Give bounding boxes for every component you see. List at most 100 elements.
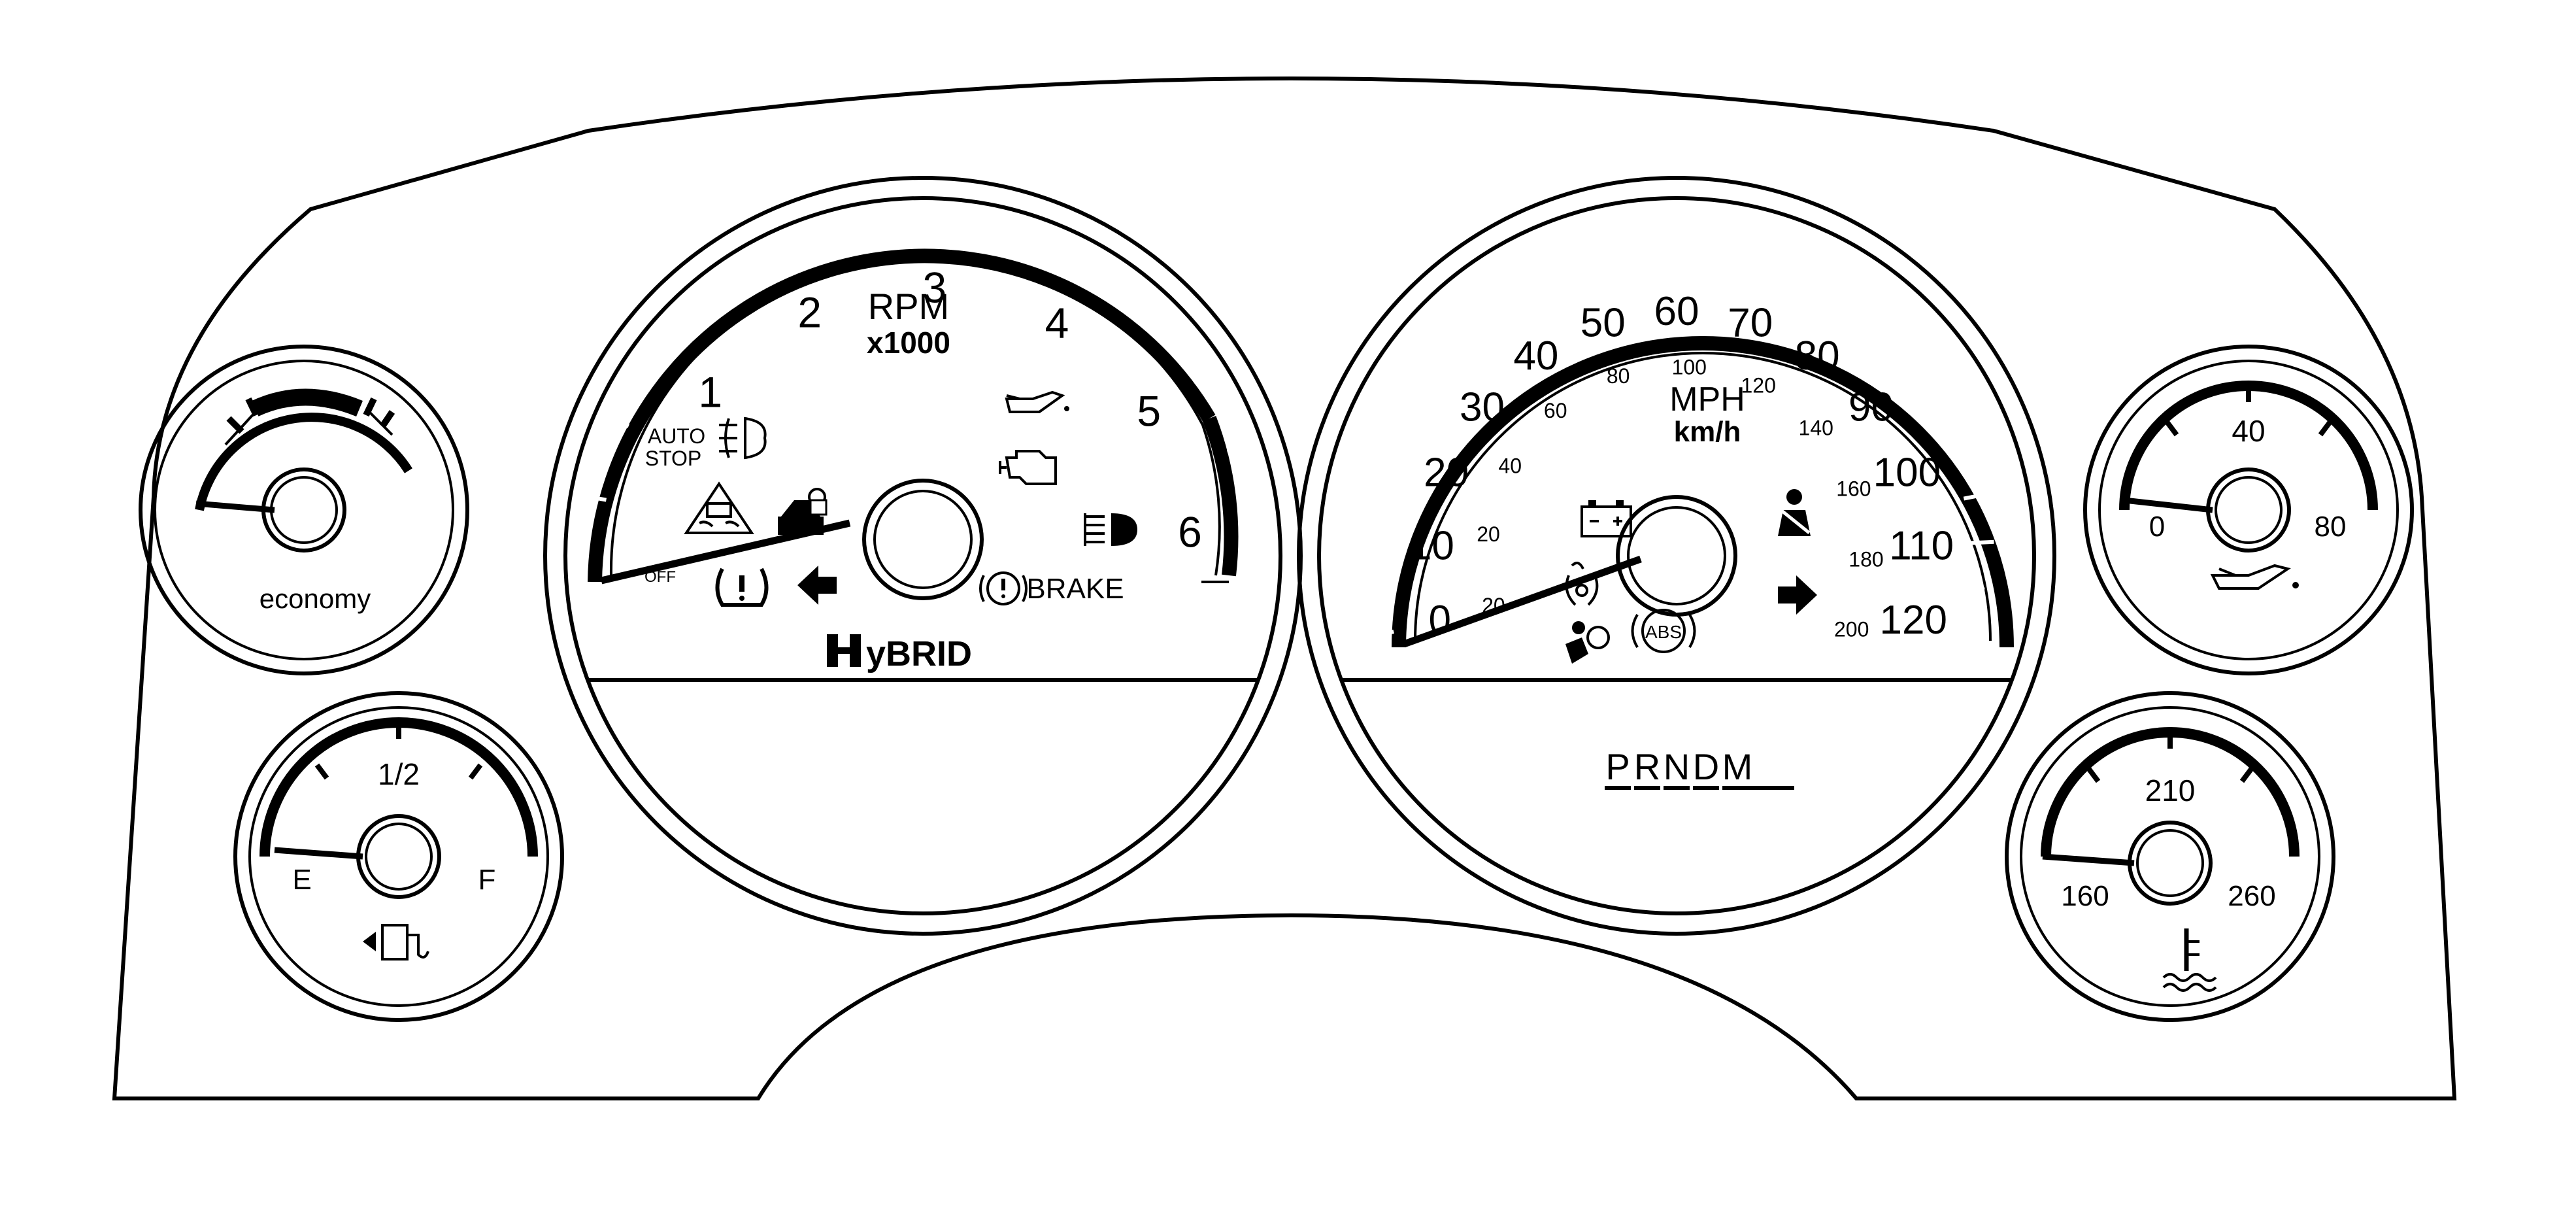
speedo-tick bbox=[1368, 585, 1386, 592]
kmh-number: 100 bbox=[1672, 356, 1707, 379]
oil-pressure-gauge: 0 40 80 bbox=[2083, 345, 2414, 675]
speedo-tick bbox=[1804, 277, 1816, 294]
seatbelt-icon bbox=[1778, 489, 1811, 536]
cluster-housing bbox=[112, 76, 2457, 1100]
temp-label-mid: 210 bbox=[2145, 774, 2196, 808]
oil-label-mid: 40 bbox=[2232, 414, 2265, 448]
economy-marker-right bbox=[365, 407, 393, 436]
speedo-tick bbox=[1907, 360, 1930, 379]
security-lock-icon bbox=[778, 488, 828, 535]
speedo-tick bbox=[1719, 249, 1726, 267]
tire-pressure-icon bbox=[715, 568, 769, 607]
gear-d: D bbox=[1693, 746, 1719, 787]
speedo-tick bbox=[1579, 252, 1591, 277]
tach-number: 6 bbox=[1178, 507, 1202, 556]
speedo-tick bbox=[1537, 277, 1549, 294]
kmh-number: 40 bbox=[1498, 454, 1522, 478]
speedo-hub bbox=[1616, 495, 1737, 617]
fuel-empty-label: E bbox=[292, 864, 311, 896]
tach-tick bbox=[581, 494, 607, 502]
economy-gauge: economy bbox=[139, 345, 469, 675]
temp-label-high: 260 bbox=[2228, 880, 2275, 912]
tach-tick bbox=[855, 223, 862, 241]
mph-number: 30 bbox=[1460, 385, 1505, 430]
fuel-gauge: 1/2 E F bbox=[233, 691, 564, 1022]
mph-number: 40 bbox=[1513, 333, 1558, 379]
right-turn-signal-icon bbox=[1778, 575, 1817, 615]
oil-scale-arc bbox=[2119, 381, 2378, 511]
mph-number: 20 bbox=[1424, 450, 1469, 496]
speedo-tick bbox=[1372, 493, 1390, 501]
mph-number: 60 bbox=[1654, 289, 1699, 334]
oil-label-low: 0 bbox=[2149, 511, 2165, 543]
speedo-tick bbox=[1359, 539, 1384, 545]
speedo-tick bbox=[1963, 493, 1981, 501]
speedo-tick bbox=[1627, 249, 1634, 267]
fog-lamp-icon bbox=[719, 416, 767, 460]
economy-needle bbox=[195, 500, 275, 513]
hybrid-text: yBRID bbox=[866, 634, 972, 673]
tach-number: 5 bbox=[1137, 387, 1161, 435]
airbag-icon bbox=[1565, 621, 1610, 664]
speedo-tick bbox=[1377, 445, 1403, 458]
brake-warning-icon bbox=[979, 571, 1028, 605]
tach-scale-arc bbox=[588, 248, 1216, 583]
speedo-tick bbox=[1492, 294, 1511, 317]
traction-control-icon bbox=[684, 481, 754, 534]
gear-p: P bbox=[1605, 746, 1630, 787]
temp-label-low: 160 bbox=[2061, 880, 2109, 912]
kmh-number: 200 bbox=[1834, 618, 1869, 641]
tach-needle bbox=[600, 519, 851, 585]
mph-number: 110 bbox=[1889, 524, 1954, 569]
tach-number: 1 bbox=[698, 367, 722, 416]
tach-tick bbox=[1243, 523, 1269, 530]
tach-tick bbox=[775, 241, 789, 265]
economy-label: economy bbox=[259, 583, 371, 614]
speedo-scale-arc bbox=[1392, 336, 2014, 648]
speedo-needle bbox=[1403, 555, 1642, 648]
mph-number: 70 bbox=[1728, 300, 1773, 345]
speedo-ticks bbox=[1359, 238, 1994, 640]
oil-needle bbox=[2124, 497, 2213, 513]
auto-stop-label: AUTO bbox=[648, 424, 705, 448]
tach-tick bbox=[612, 417, 629, 428]
coolant-temperature-icon bbox=[2162, 928, 2217, 992]
speedo-tick bbox=[1932, 405, 1950, 417]
kmh-number: 60 bbox=[1544, 399, 1567, 422]
mph-number: 10 bbox=[1409, 524, 1454, 569]
tach-number: 2 bbox=[797, 288, 822, 336]
tach-ticks bbox=[581, 209, 1269, 530]
economy-marker-left bbox=[224, 404, 263, 446]
hybrid-logo: yBRID bbox=[827, 634, 972, 673]
tach-tick bbox=[709, 290, 724, 307]
left-turn-signal-icon bbox=[797, 566, 837, 605]
fuel-full-label: F bbox=[478, 864, 496, 896]
check-engine-icon bbox=[999, 450, 1057, 485]
tach-tick bbox=[1226, 445, 1245, 454]
tach-title: RPM bbox=[868, 286, 949, 327]
fuel-half-label: 1/2 bbox=[378, 757, 420, 791]
kmh-number: 120 bbox=[1741, 373, 1775, 397]
kmh-number: 140 bbox=[1799, 416, 1833, 439]
speedo-tick bbox=[1969, 539, 1994, 545]
high-beam-icon bbox=[1084, 513, 1137, 546]
tach-tick bbox=[646, 343, 669, 362]
speedo-tick bbox=[1369, 630, 1395, 640]
tach-tick bbox=[1144, 309, 1159, 325]
tach-tick bbox=[1011, 230, 1020, 248]
svg-text:ABS: ABS bbox=[1645, 622, 1682, 642]
speedo-title-kmh: km/h bbox=[1674, 416, 1741, 448]
mph-number: 80 bbox=[1795, 333, 1840, 379]
tach-number: 4 bbox=[1045, 299, 1069, 347]
kmh-number: 20 bbox=[1477, 522, 1500, 546]
gear-n: N bbox=[1664, 746, 1690, 787]
mph-number: 100 bbox=[1873, 450, 1941, 496]
kmh-number: 80 bbox=[1607, 364, 1630, 388]
tach-tick bbox=[935, 209, 941, 235]
oil-pressure-icon bbox=[2210, 564, 2299, 590]
mph-number: 50 bbox=[1581, 300, 1626, 345]
auto-stop-label-2: STOP bbox=[645, 447, 702, 470]
speedo-tick bbox=[1877, 330, 1892, 346]
